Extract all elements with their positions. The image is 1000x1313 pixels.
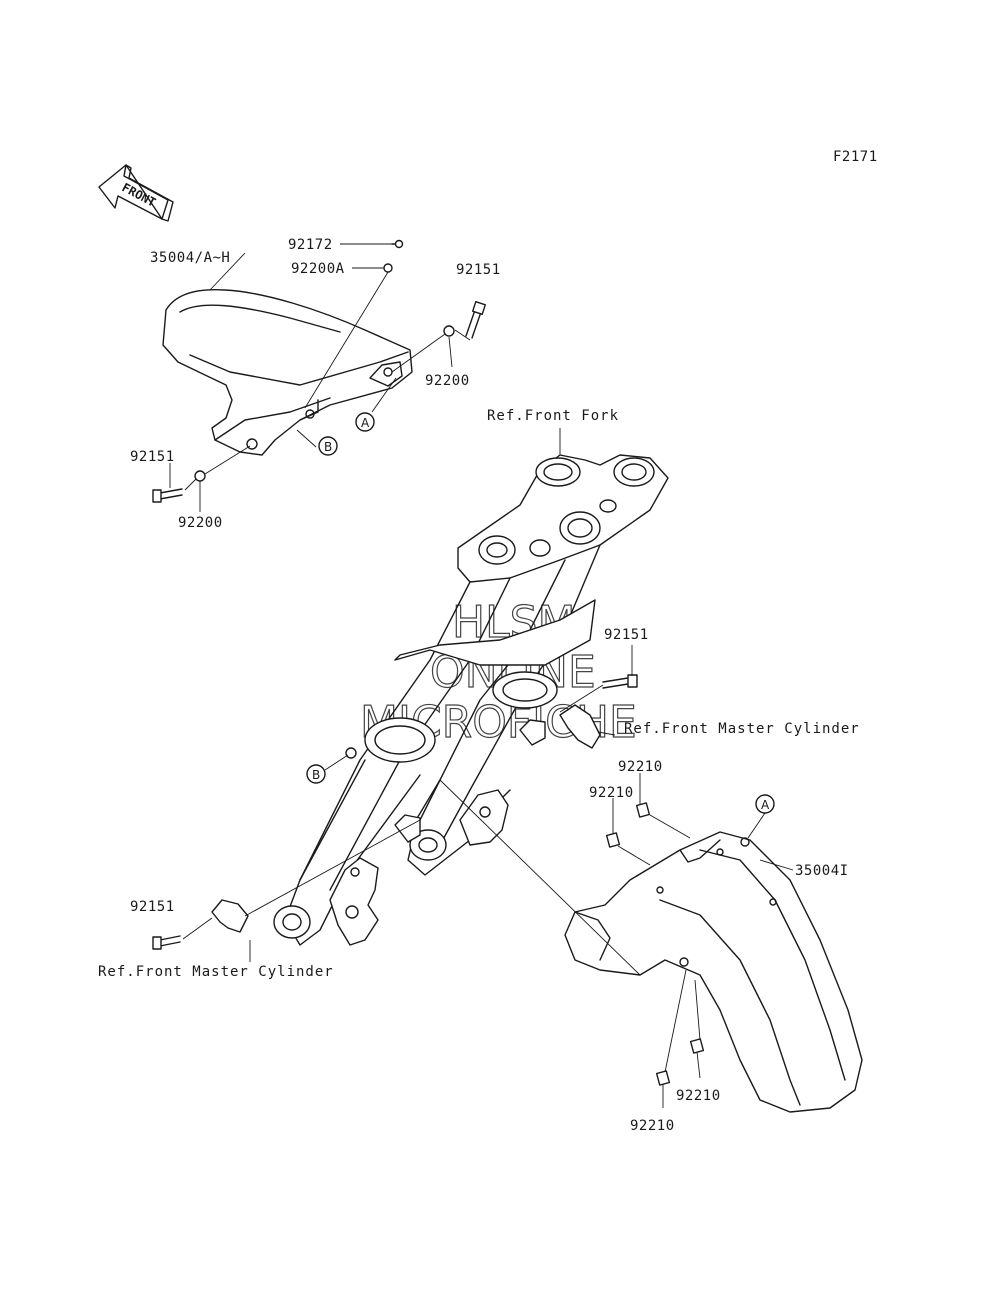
label-92151-top: 92151 [456,262,501,278]
label-ref-front-fork: Ref.Front Fork [487,408,619,424]
master-cylinder-bracket-left [211,899,249,933]
label-92210-c: 92210 [676,1088,721,1104]
svg-text:B: B [324,440,332,454]
master-cylinder-bracket-right [559,704,601,749]
washer-92200A-icon [383,263,393,273]
label-ref-master-cylinder-left: Ref.Front Master Cylinder [98,964,334,980]
label-92151-mid: 92151 [604,627,649,643]
svg-text:B: B [312,768,320,782]
label-ref-master-cylinder-right: Ref.Front Master Cylinder [624,721,860,737]
label-92210-d: 92210 [630,1118,675,1134]
clip-nut-92210-d-icon [655,1070,671,1086]
label-35004i: 35004I [795,863,849,879]
callout-a-fender: A [755,794,775,814]
label-92151-left: 92151 [130,449,175,465]
label-92200-left: 92200 [178,515,223,531]
label-92210-b: 92210 [589,785,634,801]
front-fender-upper-part [162,288,413,456]
figure-code: F2171 [833,149,878,165]
bolt-92151-mid-icon [602,674,638,689]
label-92151-bottom: 92151 [130,899,175,915]
front-fork-assembly [273,454,669,946]
washer-92200-left-icon [194,470,206,482]
clip-nut-92210-a-icon [605,832,621,848]
label-92200a: 92200A [291,261,345,277]
leader-lines-lower [182,428,794,1108]
label-92210-a: 92210 [618,759,663,775]
clip-nut-92210-b-icon [635,802,651,818]
label-92200-top: 92200 [425,373,470,389]
label-35004-a-h: 35004/A~H [150,250,230,266]
front-fender-lower-part [564,831,863,1113]
leader-lines-top [169,243,471,512]
bolt-92151-top-icon [465,300,487,339]
bolt-92172-icon [391,239,404,249]
svg-text:A: A [761,798,770,812]
svg-text:A: A [361,416,370,430]
label-92172: 92172 [288,237,333,253]
bolt-92151-bottom-icon [152,935,181,950]
clip-nut-92210-c-icon [689,1038,705,1054]
callout-a-top: A [355,412,375,432]
front-arrow-icon: FRONT [98,164,174,222]
callout-b-top: B [318,436,338,456]
washer-92200-top-icon [443,325,455,337]
callout-b-fork: B [306,764,326,784]
bolt-92151-left-icon [152,488,183,503]
